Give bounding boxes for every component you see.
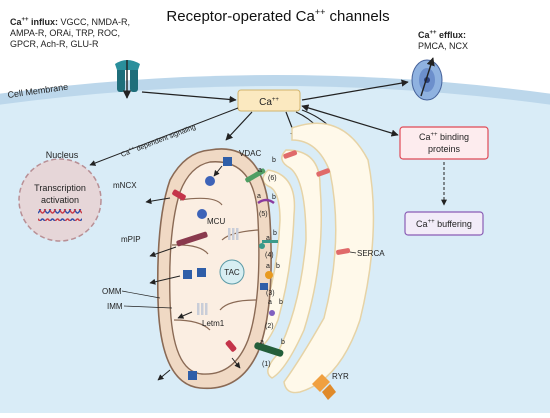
omm-channel-icon xyxy=(188,371,197,380)
influx-text: Ca++ influx: VGCC, NMDA-R, AMPA-R, ORAi,… xyxy=(10,17,130,49)
svg-text:(1): (1) xyxy=(262,361,271,368)
imm-channel-icon xyxy=(183,270,192,279)
cytoplasm xyxy=(0,86,550,418)
mcu-icon xyxy=(205,176,215,186)
svg-text:(4): (4) xyxy=(265,252,274,259)
efflux-pump-icon xyxy=(411,57,443,101)
mitochondrion xyxy=(156,148,272,390)
dna-icon xyxy=(38,209,82,221)
svg-text:TAC: TAC xyxy=(224,268,240,277)
tether-site-2: a b (2) xyxy=(265,299,283,330)
ryr-label: RYR xyxy=(332,372,349,381)
mncx-arrow xyxy=(145,197,171,205)
tac-icon: TAC xyxy=(219,259,245,285)
er-channel-icon xyxy=(316,168,331,177)
svg-text:a: a xyxy=(260,339,264,346)
endoplasmic-reticulum xyxy=(255,122,375,394)
mcu-label: MCU xyxy=(207,217,225,226)
influx-channel-icon xyxy=(115,60,140,99)
arrow-to-efflux xyxy=(301,79,409,101)
mncx-label: mNCX xyxy=(113,181,137,190)
arrow-to-binding xyxy=(301,104,399,137)
imm-label: IMM xyxy=(107,302,123,311)
svg-text:b: b xyxy=(276,263,280,270)
letm1-arrow xyxy=(177,311,193,319)
serca-pointer xyxy=(349,251,357,254)
svg-text:Ca++ influx: VGCC, NMDA-R,: Ca++ influx: VGCC, NMDA-R, xyxy=(10,17,130,27)
ca-box: Ca++ xyxy=(237,89,301,112)
mpip-arrow xyxy=(149,246,177,258)
serca-label: SERCA xyxy=(357,249,385,258)
nucleus: Transcription activation xyxy=(18,158,102,242)
svg-text:Ca++ efflux:: Ca++ efflux: xyxy=(418,30,466,40)
nucleus-label: Nucleus xyxy=(46,150,79,160)
svg-text:a: a xyxy=(257,193,261,200)
mncx-icon xyxy=(172,189,186,201)
tether-site-1: a b (1) xyxy=(254,339,285,368)
svg-text:Ca++: Ca++ xyxy=(259,97,279,108)
svg-text:proteins: proteins xyxy=(428,144,461,154)
svg-text:AMPA-R, ORAi, TRP, ROC,: AMPA-R, ORAi, TRP, ROC, xyxy=(10,28,120,38)
mito-out-arrow xyxy=(157,369,171,381)
channel-arrow xyxy=(149,275,181,285)
mpip-icon xyxy=(176,231,208,247)
letm1-label: Letm1 xyxy=(202,319,225,328)
svg-text:b: b xyxy=(279,299,283,306)
efflux-text: Ca++ efflux: PMCA, NCX xyxy=(418,30,468,51)
mpip-label: mPIP xyxy=(121,235,141,244)
mcu-icon xyxy=(197,209,207,219)
mito-channel-icon xyxy=(225,340,237,352)
buffering-box: Ca++ buffering xyxy=(404,211,484,236)
svg-text:Ca++ buffering: Ca++ buffering xyxy=(416,219,472,229)
letm1-icon xyxy=(197,303,208,315)
mito-out-arrow-2 xyxy=(231,357,241,369)
svg-text:GPCR, Ach-R, GLU-R: GPCR, Ach-R, GLU-R xyxy=(10,39,99,49)
vdac-label: VDAC xyxy=(239,149,261,158)
omm-pointer xyxy=(121,290,161,299)
svg-text:b: b xyxy=(272,157,276,164)
imm-pointer xyxy=(123,305,173,309)
svg-text:activation: activation xyxy=(41,195,79,205)
svg-text:a: a xyxy=(266,263,270,270)
svg-text:Transcription: Transcription xyxy=(34,183,86,193)
tether-site-4: a b (4) xyxy=(259,230,278,259)
omm-label: OMM xyxy=(102,287,122,296)
title: Receptor-operated Ca++ channels xyxy=(166,7,389,25)
tether-site-6: a b (6) xyxy=(245,157,277,183)
svg-text:a: a xyxy=(268,299,272,306)
imm-transporter-icon xyxy=(228,228,239,240)
arrow-to-mito xyxy=(225,111,253,141)
svg-text:PMCA, NCX: PMCA, NCX xyxy=(418,41,468,51)
svg-text:(2): (2) xyxy=(265,323,274,330)
tether-site-3: a b (3) xyxy=(260,263,280,297)
svg-text:a: a xyxy=(266,235,270,242)
vdac-arrow xyxy=(213,165,223,177)
binding-proteins-box: Ca++ binding proteins xyxy=(399,126,489,160)
svg-text:Ca++ binding: Ca++ binding xyxy=(419,132,469,142)
svg-text:(6): (6) xyxy=(268,175,277,182)
vdac-icon xyxy=(223,157,232,166)
svg-text:b: b xyxy=(281,339,285,346)
svg-text:a: a xyxy=(258,167,262,174)
ryr-icon xyxy=(312,374,336,400)
er-channel-icon xyxy=(283,150,298,159)
arrow-to-influx xyxy=(141,91,237,104)
tether-site-5: a b (5) xyxy=(257,193,276,218)
svg-text:(3): (3) xyxy=(266,290,275,297)
arrow-to-nucleus xyxy=(89,107,239,166)
omm-channel-icon xyxy=(197,268,206,277)
svg-text:(5): (5) xyxy=(259,211,268,218)
svg-text:b: b xyxy=(273,230,277,237)
serca-icon xyxy=(336,248,351,255)
svg-text:b: b xyxy=(272,194,276,201)
